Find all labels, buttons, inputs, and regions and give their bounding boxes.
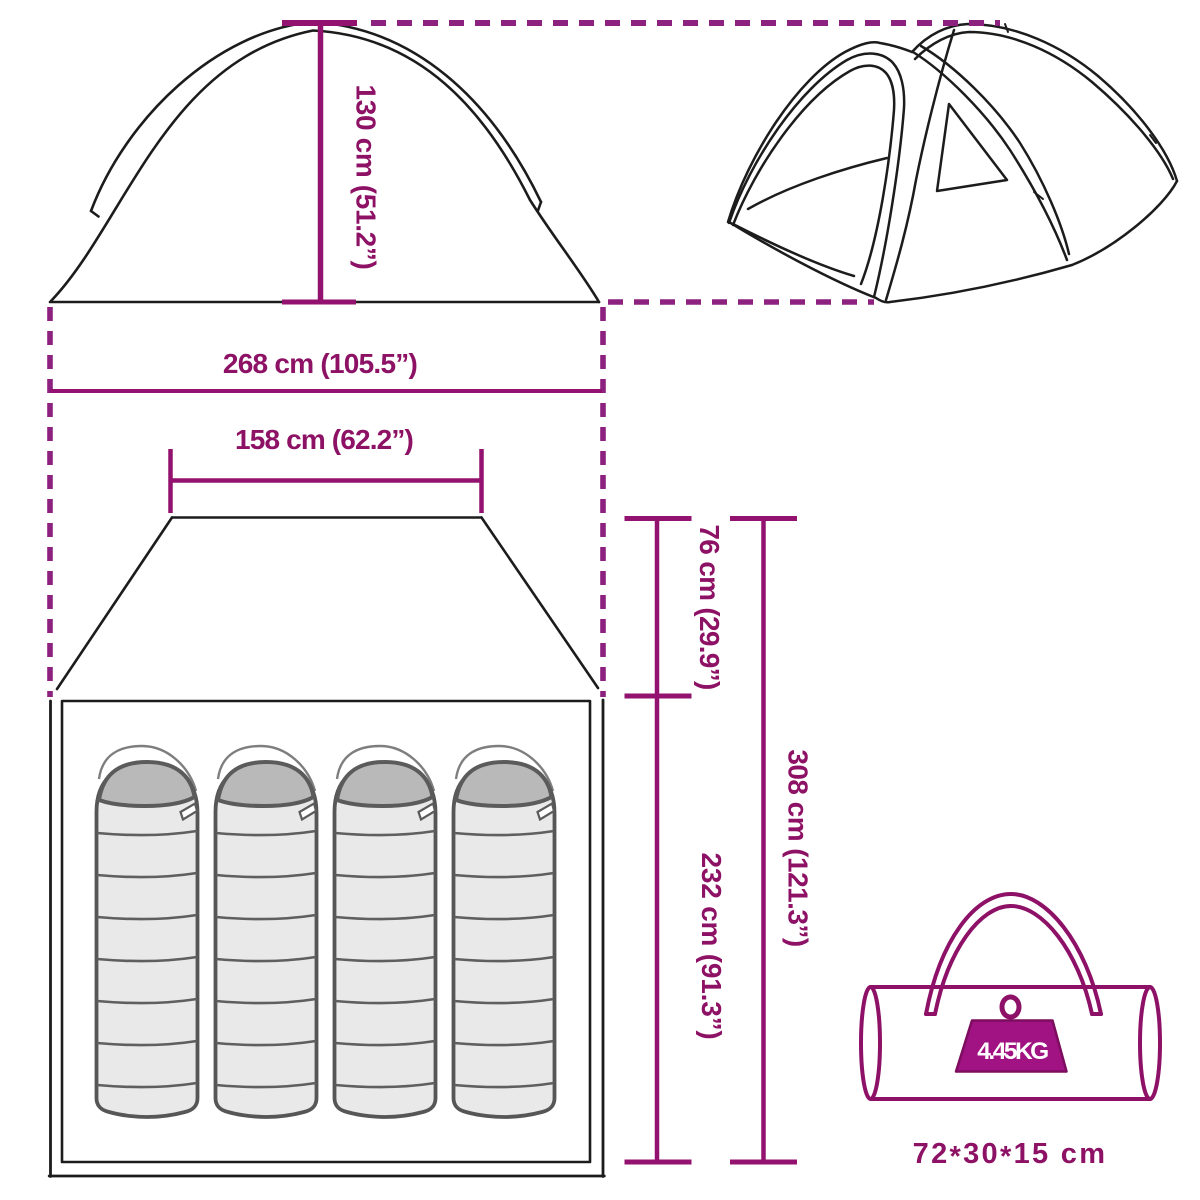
svg-text:76 cm (29.9”): 76 cm (29.9”) [694,524,725,689]
svg-text:268 cm (105.5”): 268 cm (105.5”) [223,348,417,379]
svg-text:308 cm (121.3”): 308 cm (121.3”) [783,749,814,946]
svg-text:232 cm (91.3”): 232 cm (91.3”) [696,852,727,1039]
svg-text:158 cm (62.2”): 158 cm (62.2”) [235,424,413,455]
svg-text:130 cm (51.2”): 130 cm (51.2”) [351,85,382,270]
svg-text:72*30*15 cm: 72*30*15 cm [913,1138,1108,1173]
svg-text:4.45KG: 4.45KG [977,1038,1048,1065]
